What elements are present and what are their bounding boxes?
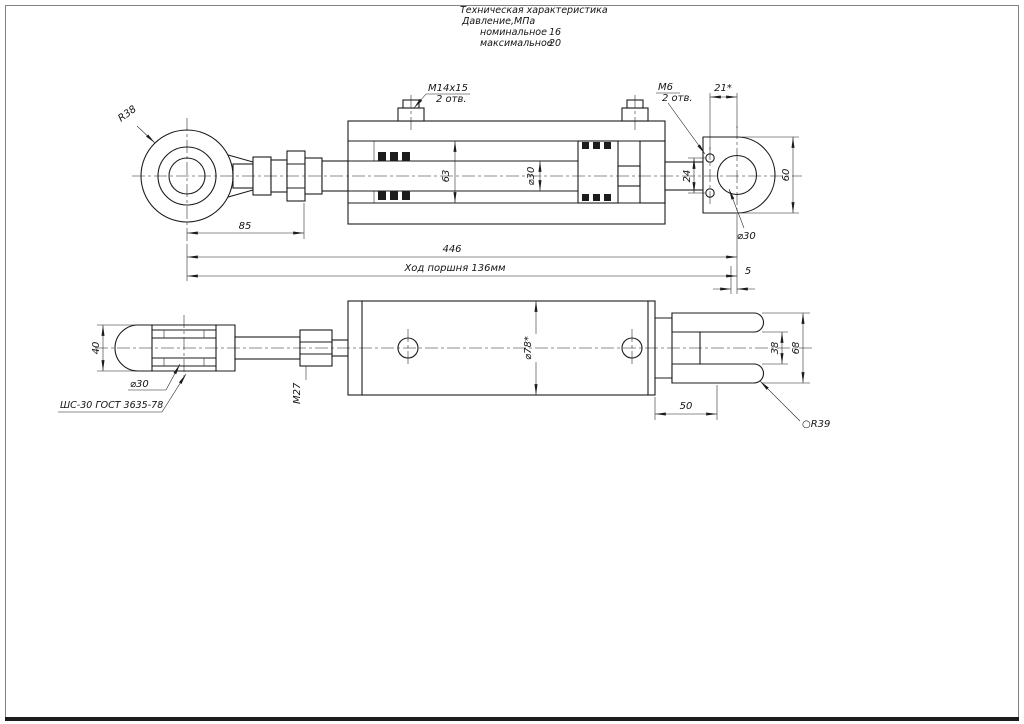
spec-row-max-value: 20 <box>549 38 561 49</box>
rod-seal <box>378 191 386 200</box>
port-leader <box>413 93 427 109</box>
dim-63-label: 63 <box>441 170 452 183</box>
bearing-section <box>203 357 217 367</box>
dim-21-label: 21* <box>714 83 732 94</box>
piston-seal <box>593 142 600 149</box>
spec-row-max-label: максимальное <box>480 38 553 49</box>
sheet-border-bottom <box>5 717 1019 721</box>
bottom-view: 40 ⌀30 ШС-30 ГОСТ 3635-78 М27 ⌀78* 38 68… <box>58 300 830 430</box>
bearing-section <box>203 329 217 339</box>
eye-outline <box>114 324 236 372</box>
piston-seal <box>604 142 611 149</box>
spec-block: Техническая характеристика Давление,МПа … <box>460 5 608 49</box>
spec-pressure-label: Давление,МПа <box>461 16 535 27</box>
spec-title: Техническая характеристика <box>460 5 608 16</box>
r39-leader <box>759 380 801 422</box>
r38-label: R38 <box>116 104 138 124</box>
bearing-spec-leader <box>161 373 187 413</box>
bearing-section <box>151 357 165 367</box>
cylinder-body <box>347 120 666 225</box>
dim-40-label: 40 <box>91 342 102 355</box>
stroke-note-label: Ход поршня 136мм <box>403 263 506 274</box>
dim-446-label: 446 <box>442 244 461 255</box>
dim-r39-label: ○R39 <box>802 419 830 430</box>
bore-dia-leader <box>165 363 181 391</box>
bearing-spec-label: ШС-30 ГОСТ 3635-78 <box>60 400 163 411</box>
port-thread-label: M14x15 <box>428 83 468 94</box>
dim-38-label: 38 <box>770 342 781 355</box>
bolt-thread-label: M6 <box>658 82 673 93</box>
bolt-leader <box>667 102 706 155</box>
dim-5-label: 5 <box>745 266 751 277</box>
dim-50-label: 50 <box>680 401 693 412</box>
rod-seal <box>390 152 398 161</box>
dim-bore-dia-label: ⌀30 <box>130 379 149 390</box>
spec-row-nominal-label: номинальное <box>480 27 547 38</box>
spec-row-nominal-value: 16 <box>549 27 561 38</box>
dim-68-label: 68 <box>791 342 802 355</box>
dim-85-label: 85 <box>239 221 252 232</box>
bolt-qty-label: 2 отв. <box>662 93 693 104</box>
piston-seal <box>582 194 589 201</box>
rod-seal <box>402 152 410 161</box>
bearing-section <box>151 329 165 339</box>
piston-seal <box>593 194 600 201</box>
rod-thread-label: М27 <box>292 382 303 404</box>
piston-seal <box>604 194 611 201</box>
rod-seal <box>378 152 386 161</box>
fork-bottom-prong <box>671 363 765 384</box>
dim-24-label: 24 <box>682 170 693 183</box>
dim-body-dia-label: ⌀78* <box>523 336 534 360</box>
top-view: 63 ⌀30 21* 24 60 ⌀30 85 446 Ход поршня 1… <box>116 82 802 294</box>
rod-seal <box>390 191 398 200</box>
r38-leader <box>136 125 156 144</box>
dim-hole-dia-label: ⌀30 <box>737 231 756 242</box>
rod-seal <box>402 191 410 200</box>
clevis-hole-leader <box>728 188 745 229</box>
port-qty-label: 2 отв. <box>436 94 467 105</box>
fork-top-prong <box>671 312 765 333</box>
piston-seal <box>582 142 589 149</box>
dim-60-label: 60 <box>781 169 792 182</box>
dim-rod-dia-label: ⌀30 <box>526 167 537 186</box>
